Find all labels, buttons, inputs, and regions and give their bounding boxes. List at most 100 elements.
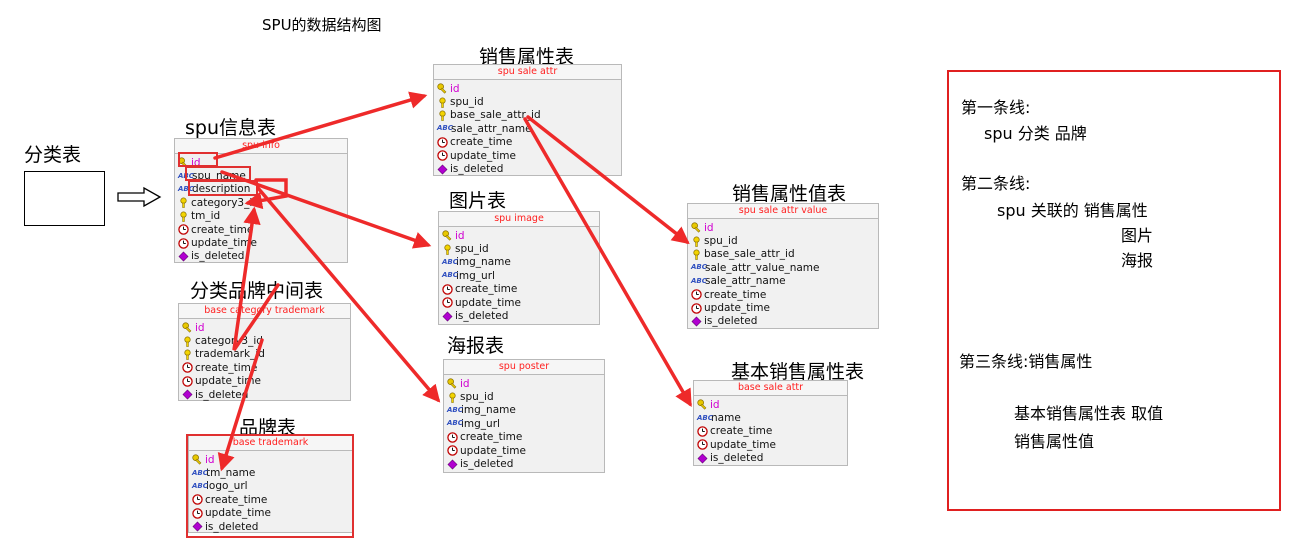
note-line2-item2: 图片	[1121, 226, 1154, 245]
diagram-title: SPU的数据结构图	[262, 16, 382, 34]
column-name: spu_id	[704, 235, 738, 248]
column-name: id	[704, 221, 714, 234]
datetime-icon	[697, 439, 708, 451]
column-name: spu_id	[450, 96, 484, 109]
column-row: update_time	[437, 149, 621, 162]
primary-key-icon	[691, 222, 702, 233]
column-row: update_time	[697, 438, 847, 451]
boolean-icon	[697, 453, 708, 464]
datetime-icon	[192, 494, 203, 506]
column-row: base_sale_attr_id	[691, 248, 878, 261]
foreign-key-icon	[693, 249, 700, 260]
caption-sale-attr-value: 销售属性值表	[732, 183, 847, 205]
column-row: update_time	[691, 301, 878, 314]
column-row: create_time	[442, 283, 599, 296]
column-name: update_time	[704, 302, 770, 315]
boolean-icon	[691, 316, 702, 327]
foreign-key-icon	[449, 392, 456, 403]
caption-poster: 海报表	[447, 335, 505, 357]
arrow-spu-to-category	[244, 178, 288, 210]
primary-key-icon	[192, 454, 202, 465]
datetime-icon	[442, 297, 453, 308]
boolean-icon	[697, 453, 708, 464]
datetime-icon	[437, 137, 448, 148]
column-name: is_deleted	[195, 388, 249, 401]
note-line3-title: 第三条线:销售属性	[959, 352, 1093, 371]
column-name: update_time	[710, 438, 776, 451]
boolean-icon	[182, 389, 193, 400]
column-name: id	[710, 398, 720, 411]
datetime-icon	[182, 362, 193, 374]
datetime-icon	[178, 237, 189, 249]
datetime-icon	[437, 150, 448, 161]
arrow-sale-attr-to-value	[526, 115, 690, 245]
foreign-key-icon	[442, 244, 453, 255]
foreign-key-icon	[184, 349, 191, 360]
column-name: is_deleted	[455, 310, 509, 323]
primary-key-icon	[447, 378, 457, 389]
column-name: id	[460, 377, 470, 390]
column-name: spu_id	[460, 391, 494, 404]
primary-key-icon	[192, 454, 203, 465]
datetime-icon	[447, 432, 458, 443]
table-header: base sale attr	[694, 381, 847, 396]
foreign-key-icon	[437, 110, 448, 121]
text-type-icon: ABC	[442, 271, 458, 280]
boolean-icon	[447, 459, 458, 470]
column-row: create_time	[447, 431, 604, 444]
column-row: spu_id	[447, 390, 604, 403]
column-row: is_deleted	[192, 520, 352, 533]
column-name: sale_attr_name	[705, 275, 786, 288]
column-name: base_sale_attr_id	[450, 109, 541, 122]
caption-category: 分类表	[24, 144, 82, 166]
column-row: spu_id	[691, 234, 878, 247]
boolean-icon	[178, 251, 189, 262]
arrow-spu-to-sale-attr	[213, 91, 428, 160]
boolean-icon	[178, 251, 189, 262]
column-name: id	[191, 156, 201, 169]
column-name: create_time	[191, 223, 254, 236]
column-name: create_time	[704, 288, 767, 301]
column-name: is_deleted	[205, 520, 259, 533]
column-row: id	[447, 377, 604, 390]
column-name: is_deleted	[450, 163, 504, 176]
primary-key-icon	[691, 222, 701, 233]
column-row: create_time	[437, 136, 621, 149]
column-name: id	[450, 82, 460, 95]
caption-cat-trademark: 分类品牌中间表	[190, 280, 324, 302]
column-name: img_url	[461, 417, 500, 430]
caption-sale-attr: 销售属性表	[479, 46, 575, 68]
foreign-key-icon	[691, 249, 702, 260]
datetime-icon	[192, 494, 203, 506]
datetime-icon	[691, 302, 702, 314]
datetime-icon	[697, 426, 708, 437]
table-header: base category trademark	[179, 304, 350, 319]
column-name: update_time	[205, 507, 271, 520]
boolean-icon	[691, 316, 702, 327]
arrow-spu-to-poster	[256, 186, 441, 403]
column-name: id	[195, 321, 205, 334]
column-row: update_time	[442, 296, 599, 309]
column-name: update_time	[195, 375, 261, 388]
column-name: category3_id	[195, 335, 263, 348]
datetime-icon	[182, 362, 193, 374]
primary-key-icon	[442, 230, 453, 241]
foreign-key-icon	[182, 349, 193, 360]
datetime-icon	[447, 432, 458, 443]
column-row: id	[182, 321, 350, 334]
column-row: update_time	[182, 375, 350, 388]
datetime-icon	[437, 150, 448, 161]
text-type-icon: ABC	[691, 263, 707, 272]
datetime-icon	[192, 508, 203, 519]
column-row: spu_id	[442, 242, 599, 255]
column-name: base_sale_attr_id	[704, 248, 795, 261]
text-type-icon: ABC	[447, 405, 463, 414]
datetime-icon	[178, 224, 189, 235]
text-type-icon: ABC	[442, 257, 458, 266]
